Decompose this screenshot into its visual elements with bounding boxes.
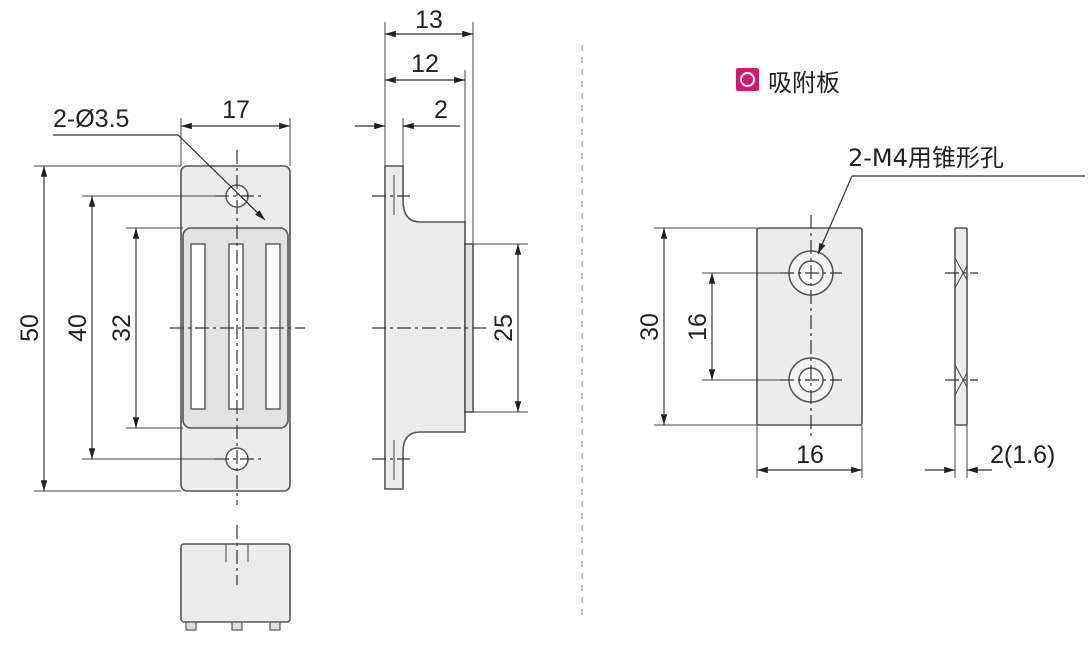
plate-side-view: 2(1.6) bbox=[925, 227, 1055, 478]
legend-title: 吸附板 bbox=[768, 69, 840, 97]
plate-front-view: 2-M4用锥形孔 30 16 16 bbox=[636, 144, 1085, 478]
circle-icon bbox=[740, 72, 755, 87]
bottom-view-body bbox=[180, 543, 291, 623]
magnet-slot-center bbox=[228, 243, 244, 410]
dim-plate-thickness: 2(1.6) bbox=[990, 441, 1055, 469]
dim-depth-13: 13 bbox=[415, 6, 443, 34]
dim-height-50: 50 bbox=[16, 314, 44, 342]
legend-marker bbox=[736, 68, 759, 91]
dim-body-12: 12 bbox=[411, 50, 439, 78]
dim-plate-height-30: 30 bbox=[636, 313, 664, 341]
magnet-slot-left bbox=[190, 243, 206, 410]
dim-width-17: 17 bbox=[222, 96, 250, 124]
dim-plate-width-16: 16 bbox=[796, 441, 824, 469]
hole-spec-label: 2-Ø3.5 bbox=[53, 105, 129, 133]
legend: 吸附板 bbox=[736, 68, 840, 97]
dim-magnet-32: 32 bbox=[108, 314, 136, 342]
dim-flange-2: 2 bbox=[434, 96, 448, 124]
plate-hole-annotation: 2-M4用锥形孔 bbox=[848, 144, 1004, 172]
dim-hole-pitch-40: 40 bbox=[64, 314, 92, 342]
bottom-view bbox=[180, 525, 291, 631]
plate-body bbox=[756, 227, 863, 426]
front-view: 17 2-Ø3.5 50 40 32 bbox=[16, 96, 305, 505]
dim-height-25: 25 bbox=[490, 314, 518, 342]
plate-side-body bbox=[954, 227, 968, 426]
dim-plate-pitch-16: 16 bbox=[684, 313, 712, 341]
magnet-slot-right bbox=[265, 243, 281, 410]
side-view: 13 12 2 25 bbox=[355, 6, 528, 490]
